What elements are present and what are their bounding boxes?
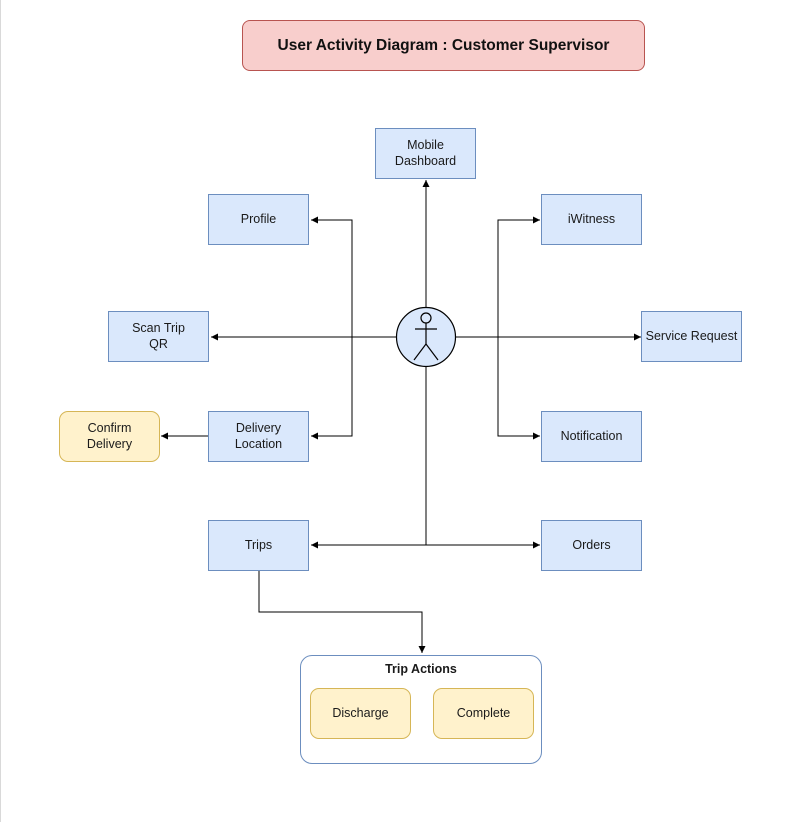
delivery-location-box: Delivery Location <box>208 411 309 462</box>
edge-actor-profile <box>311 216 353 337</box>
diagram-title: User Activity Diagram : Customer Supervi… <box>242 20 645 71</box>
discharge-box: Discharge <box>310 688 411 739</box>
actor-icon <box>395 306 457 368</box>
orders-box: Orders <box>541 520 642 571</box>
mobile-dashboard-box: Mobile Dashboard <box>375 128 476 179</box>
profile-box: Profile <box>208 194 309 245</box>
edge-trips-trip-actions <box>258 571 426 653</box>
trip-actions-group: Trip Actions Discharge Complete <box>300 655 542 764</box>
confirm-delivery-box: Confirm Delivery <box>59 411 160 462</box>
notification-box: Notification <box>541 411 642 462</box>
scan-trip-qr-box: Scan Trip QR <box>108 311 209 362</box>
edge-actor-iwitness <box>497 216 540 337</box>
edge-actor-delivery-location <box>311 337 353 440</box>
trips-box: Trips <box>208 520 309 571</box>
edge-actor-notification <box>497 337 540 440</box>
left-border <box>0 0 1 822</box>
complete-box: Complete <box>433 688 534 739</box>
trip-actions-label: Trip Actions <box>385 662 457 676</box>
service-request-box: Service Request <box>641 311 742 362</box>
iwitness-box: iWitness <box>541 194 642 245</box>
